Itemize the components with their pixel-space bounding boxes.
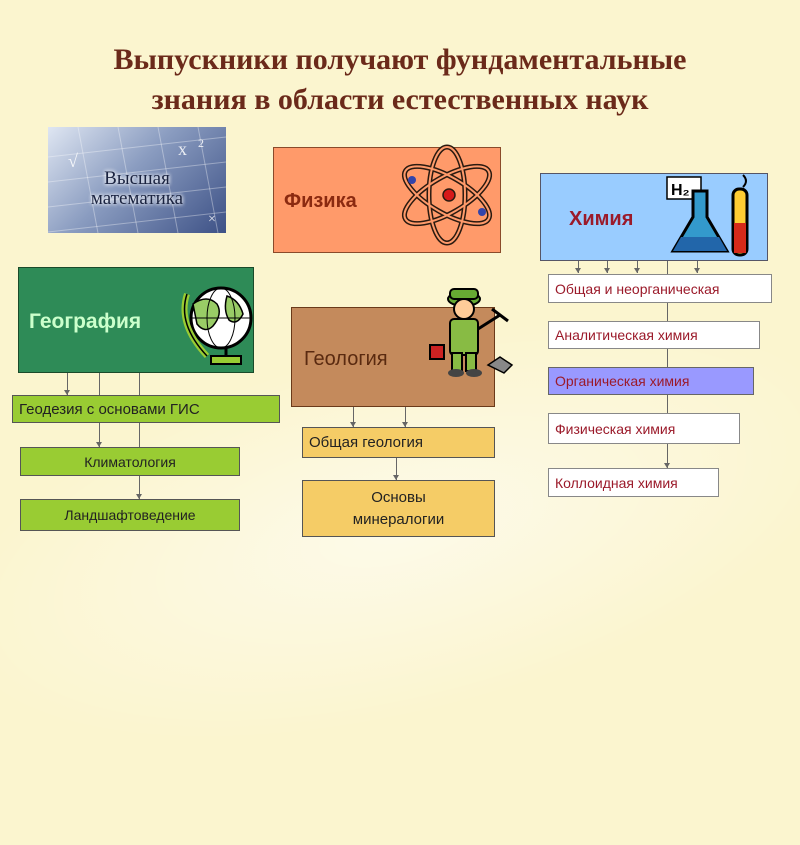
chem-arrow-1 (575, 268, 581, 273)
geography-box: География (18, 267, 254, 373)
title-line-1: Выпускники получают фундаментальные (113, 43, 687, 76)
geol-arrow-1 (350, 422, 356, 427)
chemistry-item-0: Общая и неорганическая (548, 274, 772, 303)
chemistry-item-1: Аналитическая химия (548, 321, 760, 349)
geography-item-1: Климатология (20, 447, 240, 476)
chemistry-label: Химия (569, 208, 634, 230)
geol-connector-2 (405, 407, 406, 427)
geo-connector-3 (139, 373, 140, 499)
geologist-icon (429, 288, 514, 377)
physics-box: Физика (273, 144, 501, 253)
chem-arrow-3 (634, 268, 640, 273)
chem-arrow-4 (664, 463, 670, 468)
geology-label: Геология (304, 348, 388, 370)
chem-arrow-5 (694, 268, 700, 273)
svg-text:H₂: H₂ (671, 182, 690, 199)
geol-connector-3 (396, 458, 397, 480)
chemistry-flask-icon: H₂ (666, 174, 749, 257)
chemistry-item-2: Органическая химия (548, 367, 754, 395)
chemistry-item-3: Физическая химия (548, 413, 740, 444)
chem-connector-5 (697, 261, 698, 273)
globe-icon (181, 286, 253, 365)
geo-arrow-2 (96, 442, 102, 447)
svg-text:√: √ (68, 151, 78, 171)
geol-arrow-2 (402, 422, 408, 427)
chem-connector-1 (578, 261, 579, 273)
geo-connector-1 (67, 373, 68, 395)
svg-text:×: × (208, 212, 216, 227)
page-title: Выпускники получают фундаментальные знан… (0, 40, 800, 120)
geology-item-0: Общая геология (302, 427, 495, 458)
svg-text:x: x (178, 139, 187, 159)
geography-label: География (29, 310, 142, 333)
math-label: Высшая математика (90, 168, 184, 209)
chem-arrow-2 (604, 268, 610, 273)
geol-arrow-3 (393, 475, 399, 480)
geography-item-2: Ландшафтоведение (20, 499, 240, 531)
math-grid-icon: x 2 √ × (48, 127, 226, 233)
geol-connector-1 (353, 407, 354, 427)
chem-connector-3 (637, 261, 638, 273)
math-box: x 2 √ × Высшая математика (48, 127, 226, 233)
physics-label: Физика (284, 190, 357, 212)
atom-icon (401, 144, 493, 246)
svg-text:2: 2 (198, 136, 204, 150)
chemistry-item-4: Коллоидная химия (548, 468, 719, 497)
chemistry-box: Химия H₂ (540, 173, 768, 261)
chem-connector-2 (607, 261, 608, 273)
geo-arrow-3 (136, 494, 142, 499)
chem-connector-4 (667, 261, 668, 468)
geology-item-1: Основы минералогии (302, 480, 495, 537)
geography-item-0: Геодезия с основами ГИС (12, 395, 280, 423)
title-line-2: знания в области естественных наук (151, 83, 649, 116)
geo-arrow-1 (64, 390, 70, 395)
